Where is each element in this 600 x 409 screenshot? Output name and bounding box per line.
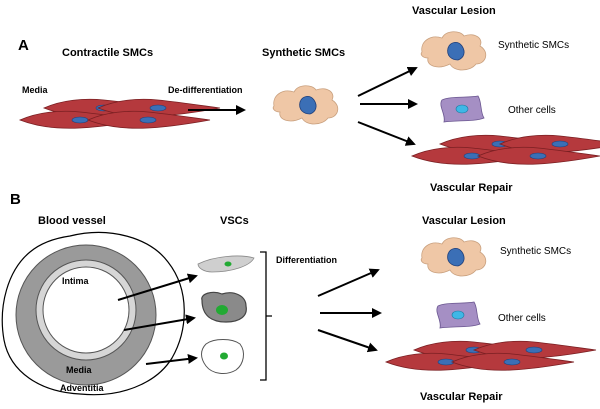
arrow-to-synthetic-a (357, 66, 418, 97)
contractile-smc-cluster (19, 98, 221, 129)
media-label-a: Media (22, 85, 49, 95)
outcome-other-label-a: Other cells (508, 105, 556, 116)
vsc-cell-adventitia (201, 339, 244, 374)
other-cell-a (440, 95, 485, 123)
vascular-lesion-title-a: Vascular Lesion (412, 5, 496, 17)
synthetic-cell-center (272, 85, 339, 125)
arrow-to-synthetic-b (317, 268, 380, 297)
other-cell-b (436, 301, 481, 329)
arrow-to-repair-a (357, 121, 416, 146)
vsc-cell-intima (197, 255, 255, 273)
smc-cell (87, 110, 211, 129)
vascular-repair-title-b: Vascular Repair (420, 391, 503, 403)
media-label-b: Media (66, 365, 93, 375)
arrow-intima-to-vsc (117, 273, 198, 301)
differentiation-label: Differentiation (276, 255, 337, 265)
vscs-title: VSCs (220, 215, 249, 227)
lumen (42, 266, 130, 354)
adventitia-label: Adventitia (60, 383, 105, 393)
lesion-synthetic-cell-b (420, 237, 487, 277)
blood-vessel-cross-section (1, 231, 185, 396)
vsc-cell-media (201, 291, 247, 323)
repair-smc-cluster-a (411, 134, 600, 165)
arrow-to-repair-b (317, 329, 378, 353)
repair-smc-cluster-b (385, 340, 597, 371)
lesion-synthetic-cell-a (420, 31, 487, 71)
outcome-synthetic-label-b: Synthetic SMCs (500, 246, 571, 257)
vsc-bracket (260, 251, 272, 381)
panel-b-letter: B (10, 191, 21, 208)
outcome-other-label-b: Other cells (498, 313, 546, 324)
intima-label: Intima (62, 276, 89, 286)
blood-vessel-title: Blood vessel (38, 215, 106, 227)
synthetic-smcs-title: Synthetic SMCs (262, 47, 345, 59)
arrow-adventitia-to-vsc (145, 353, 198, 365)
panel-a-letter: A (18, 37, 29, 54)
de-differentiation-label: De-differentiation (168, 85, 243, 95)
vascular-lesion-title-b: Vascular Lesion (422, 215, 506, 227)
arrow-media-to-vsc (123, 314, 196, 331)
outcome-synthetic-label-a: Synthetic SMCs (498, 40, 569, 51)
contractile-smcs-title: Contractile SMCs (62, 47, 153, 59)
vascular-repair-title-a: Vascular Repair (430, 182, 513, 194)
